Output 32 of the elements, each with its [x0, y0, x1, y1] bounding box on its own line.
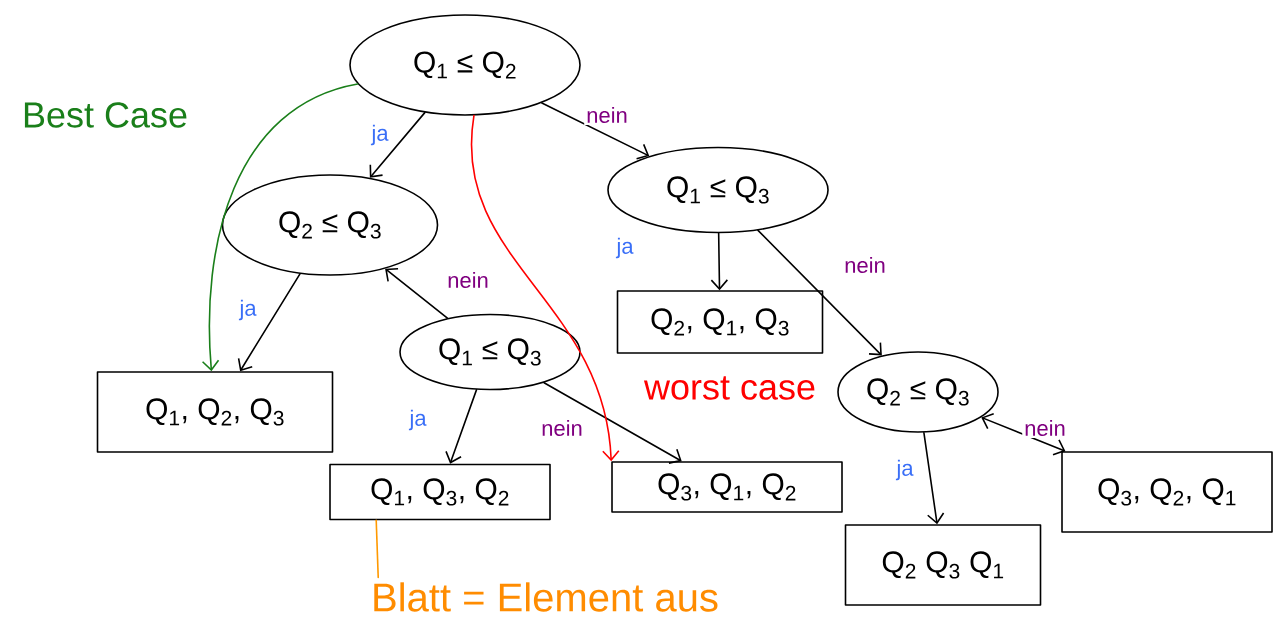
edge-label: nein [842, 254, 888, 276]
result-box: Q$_{2}$ Q$_{3}$ Q$_{1}$ [844, 524, 1042, 606]
result-box: Q$_{2}$, Q$_{1}$, Q$_{3}$ [616, 290, 824, 354]
edge-label: nein [1022, 417, 1068, 439]
edge-label: ja [407, 407, 429, 433]
arrow [237, 273, 301, 372]
arrow [470, 114, 620, 462]
leader-line [375, 519, 380, 579]
result-box: Q$_{1}$, Q$_{3}$, Q$_{2}$ [329, 463, 551, 521]
edge-label: nein [539, 417, 585, 439]
arrow [543, 381, 682, 464]
arrow [757, 229, 882, 356]
arrow [923, 431, 945, 525]
edge-label: nein [445, 269, 491, 291]
result-box: Q$_{3}$, Q$_{2}$, Q$_{1}$ [1061, 451, 1273, 533]
edge-label: ja [614, 235, 636, 261]
edge-label: Best Case [19, 100, 191, 130]
arrow [369, 111, 426, 178]
edge-label: ja [894, 457, 916, 483]
arrow [201, 83, 359, 372]
arrow [445, 389, 478, 464]
note-text: Blatt = Element aus [374, 582, 718, 612]
arrow [541, 102, 650, 160]
edge-label: ja [237, 297, 259, 323]
arrow [981, 412, 1066, 456]
arrow [710, 232, 729, 291]
edge-label: nein [584, 104, 630, 126]
edge-label: ja [369, 122, 391, 148]
edge-label: worst case [642, 374, 819, 402]
result-box: Q$_{3}$, Q$_{1}$, Q$_{2}$ [611, 461, 843, 513]
arrow [385, 268, 449, 319]
result-box: Q$_{1}$, Q$_{2}$, Q$_{3}$ [96, 371, 334, 453]
